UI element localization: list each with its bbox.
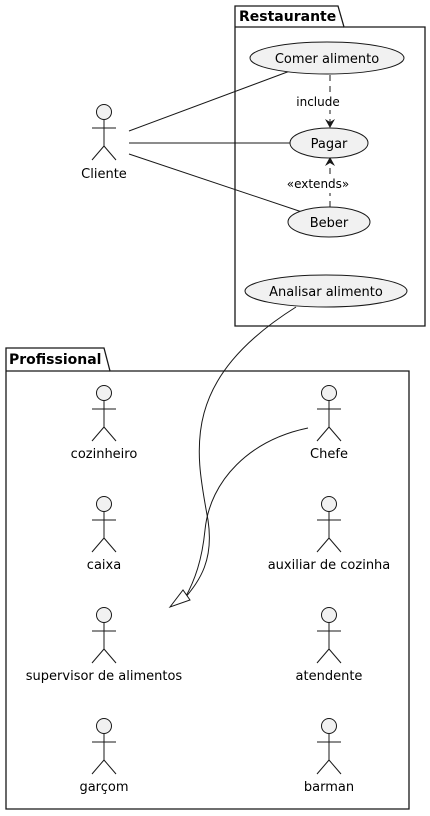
- include-label: include: [296, 95, 339, 109]
- actor-cliente-icon[interactable]: [91, 104, 117, 161]
- curve-analisar-to-supervisor: [184, 306, 297, 599]
- extends-label: «extends»: [287, 177, 350, 191]
- package-title-profissional: Profissional: [9, 352, 101, 368]
- svg-text:Beber: Beber: [310, 216, 349, 231]
- actor-label-barman: barman: [304, 780, 354, 795]
- actor-label-atendente: atendente: [296, 669, 363, 684]
- actor-label-cliente: Cliente: [81, 167, 127, 182]
- generalization-curves: [168, 306, 309, 609]
- actor-label-cozinheiro: cozinheiro: [71, 447, 138, 462]
- usecase-pagar[interactable]: Pagar: [289, 127, 369, 159]
- actor-chefe-icon[interactable]: [316, 385, 342, 442]
- svg-text:Pagar: Pagar: [311, 137, 348, 152]
- svg-text:Analisar alimento: Analisar alimento: [269, 285, 383, 300]
- assoc-cliente-comer: [128, 70, 291, 132]
- actor-label-auxiliar: auxiliar de cozinha: [268, 558, 391, 573]
- package-restaurante: Restaurante: [234, 5, 426, 327]
- actor-barman-icon[interactable]: [316, 718, 342, 775]
- extends-relation: «extends»: [282, 157, 354, 207]
- actor-atendente-icon[interactable]: [316, 607, 342, 664]
- usecase-beber[interactable]: Beber: [287, 206, 371, 238]
- actor-label-caixa: caixa: [87, 558, 121, 573]
- package-title-restaurante: Restaurante: [239, 9, 336, 25]
- svg-text:Comer alimento: Comer alimento: [275, 52, 379, 67]
- actor-label-garcom: garçom: [79, 780, 128, 795]
- usecase-analisar-alimento[interactable]: Analisar alimento: [244, 274, 408, 308]
- cliente-associations: [128, 70, 303, 213]
- assoc-cliente-beber: [128, 153, 303, 213]
- actor-garcom-icon[interactable]: [91, 718, 117, 775]
- actor-caixa-icon[interactable]: [91, 496, 117, 553]
- actor-label-supervisor: supervisor de alimentos: [26, 669, 183, 684]
- include-relation: include: [293, 75, 343, 128]
- actor-auxiliar-icon[interactable]: [316, 496, 342, 553]
- usecase-comer-alimento[interactable]: Comer alimento: [249, 41, 405, 75]
- actor-cozinheiro-icon[interactable]: [91, 385, 117, 442]
- actors: [91, 104, 342, 775]
- curve-chefe-to-supervisor: [184, 427, 309, 599]
- actor-supervisor-icon[interactable]: [91, 607, 117, 664]
- package-profissional: Profissional: [5, 347, 410, 810]
- generalization-arrowhead: [168, 589, 191, 609]
- actor-label-chefe: Chefe: [310, 447, 348, 462]
